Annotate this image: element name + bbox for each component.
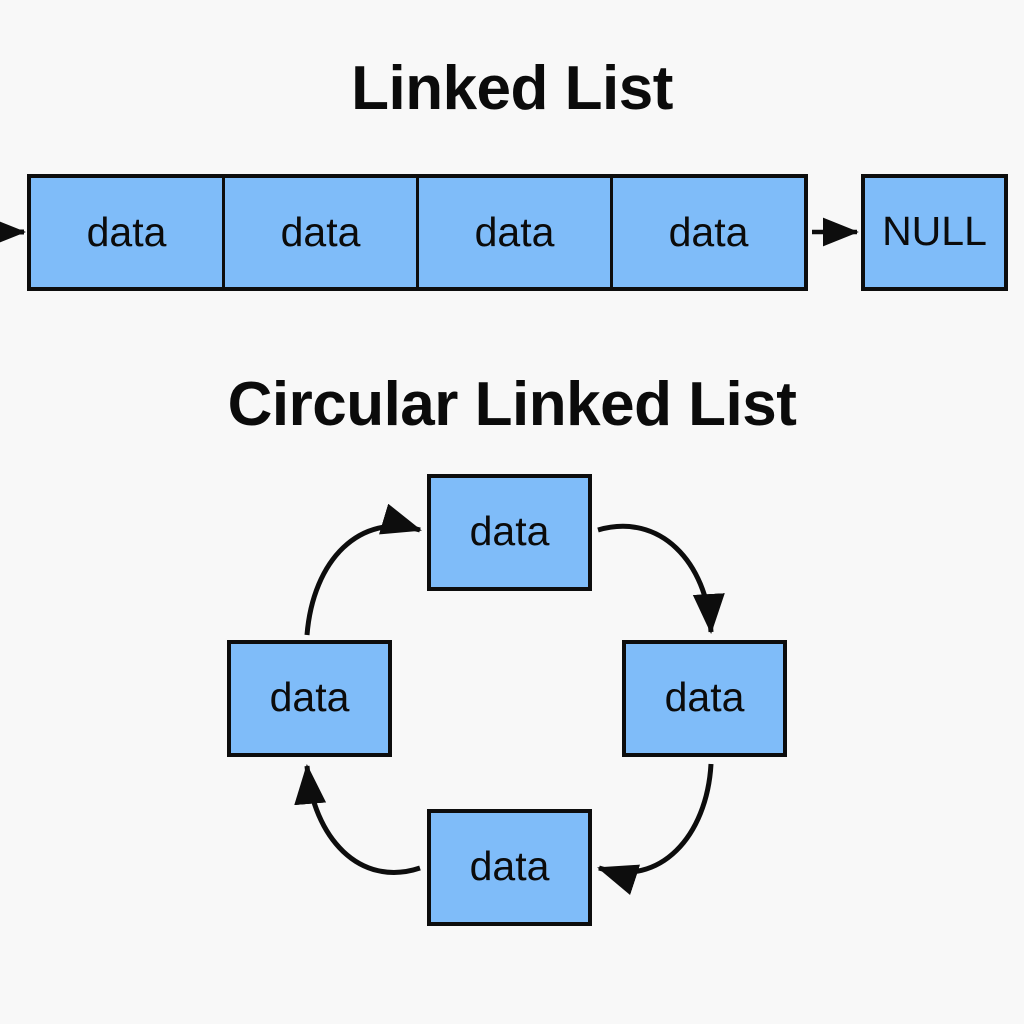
- node-label: data: [668, 209, 749, 255]
- circular-node-bottom: data: [427, 809, 592, 926]
- null-label: NULL: [882, 208, 987, 254]
- linked-list-title: Linked List: [351, 54, 673, 123]
- circular-linked-list-title: Circular Linked List: [227, 370, 797, 439]
- linked-list-null-node: NULL: [861, 174, 1008, 291]
- node-label: data: [269, 674, 350, 720]
- linked-list-node-2: data: [225, 178, 419, 287]
- node-label: data: [474, 209, 555, 255]
- node-label: data: [469, 508, 550, 554]
- circular-node-left: data: [227, 640, 392, 757]
- arc-top-to-right-icon: [597, 523, 725, 634]
- node-label: data: [664, 674, 745, 720]
- linked-list-node-4: data: [613, 178, 804, 287]
- node-label: data: [280, 209, 361, 255]
- node-label: data: [469, 843, 550, 889]
- arc-right-to-bottom-icon: [597, 763, 714, 896]
- linked-list-node-strip: data data data data: [27, 174, 808, 291]
- linked-list-node-1: data: [31, 178, 225, 287]
- circular-node-top: data: [427, 474, 592, 591]
- node-label: data: [86, 209, 167, 255]
- arc-bottom-to-left-icon: [294, 764, 421, 875]
- arc-left-to-top-icon: [304, 503, 422, 636]
- circular-node-right: data: [622, 640, 787, 757]
- linked-list-node-3: data: [419, 178, 613, 287]
